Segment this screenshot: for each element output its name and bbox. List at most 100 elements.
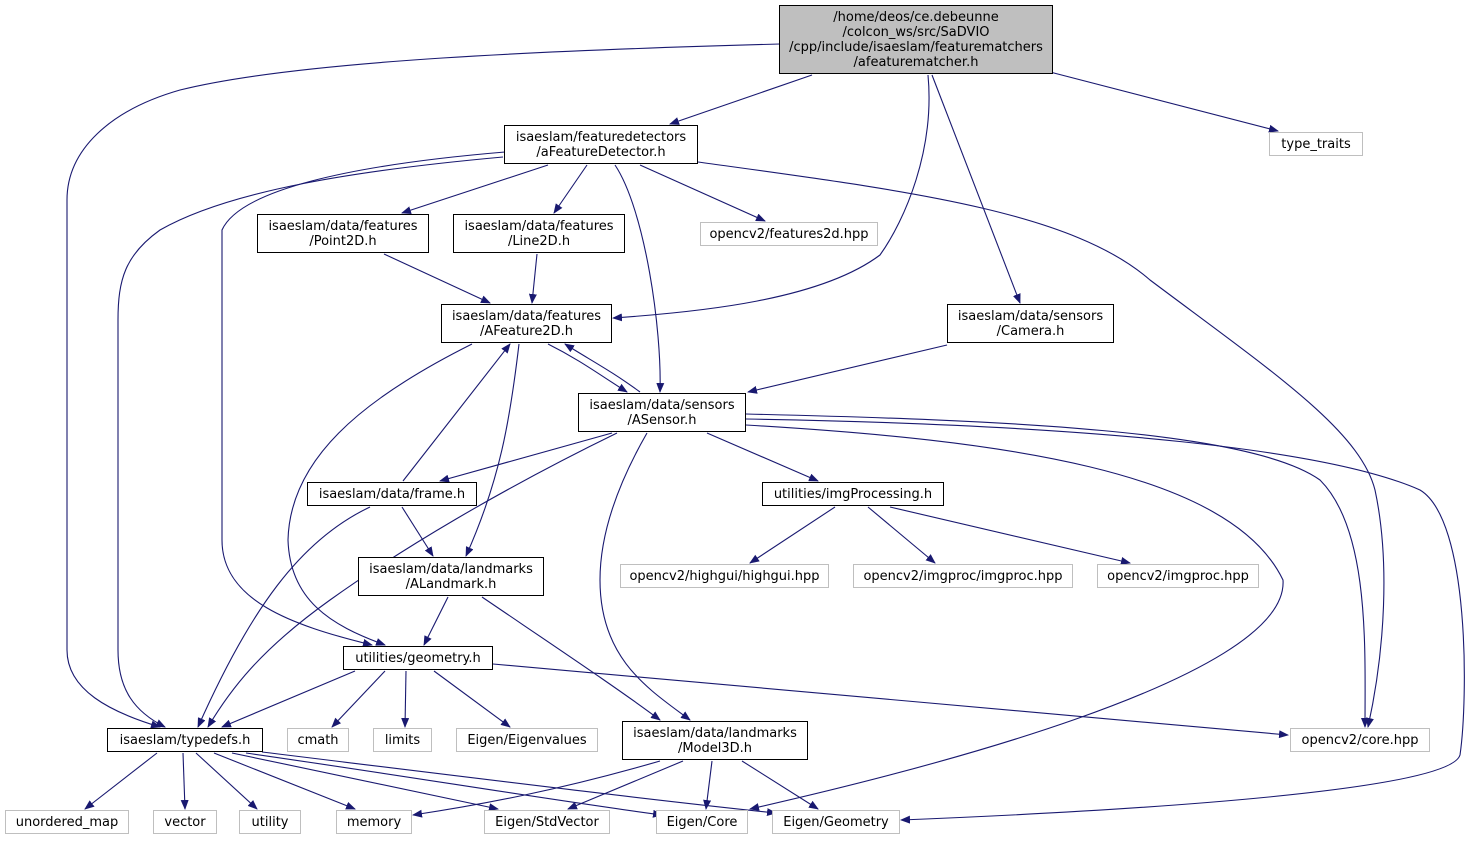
node-camera[interactable]: isaeslam/data/sensors/Camera.h <box>947 304 1114 343</box>
node-label-line: isaeslam/data/features <box>268 218 418 234</box>
edge-root-type-traits <box>1049 71 1279 133</box>
node-label-line: utilities/imgProcessing.h <box>773 486 933 502</box>
node-label-line: cmath <box>297 732 339 748</box>
node-label-line: opencv2/features2d.hpp <box>709 226 869 242</box>
node-afeaturematcher-root: /home/deos/ce.debeunne/colcon_ws/src/SaD… <box>779 5 1053 74</box>
node-label-line: Eigen/Geometry <box>783 814 889 830</box>
node-label-line: /afeaturematcher.h <box>853 54 979 70</box>
node-label-line: memory <box>346 814 402 830</box>
node-utility: utility <box>239 810 301 834</box>
node-frame[interactable]: isaeslam/data/frame.h <box>307 482 477 506</box>
node-label-line: unordered_map <box>15 814 119 830</box>
edge-geometry-cmath <box>331 670 386 728</box>
node-geometry[interactable]: utilities/geometry.h <box>343 646 493 670</box>
edge-typedefs-stdvector <box>231 752 499 812</box>
node-label-line: isaeslam/data/features <box>464 218 614 234</box>
node-label-line: opencv2/core.hpp <box>1301 732 1419 748</box>
edge-frame-typedefs <box>197 506 371 728</box>
edge-root-afeature2d <box>612 74 930 322</box>
edge-afeaturedetector-line2d <box>553 164 588 214</box>
node-asensor[interactable]: isaeslam/data/sensors/ASensor.h <box>578 393 746 432</box>
node-label-line: utility <box>251 814 289 830</box>
edge-typedefs-vector <box>180 752 189 810</box>
edge-asensor-typedefs <box>207 432 618 728</box>
node-alandmark[interactable]: isaeslam/data/landmarks/ALandmark.h <box>358 557 544 596</box>
node-label-line: opencv2/imgproc/imgproc.hpp <box>863 568 1063 584</box>
node-label-line: /ALandmark.h <box>405 576 497 592</box>
edge-geometry-limits <box>401 670 410 728</box>
edge-afeaturedetector-features2d <box>639 164 766 222</box>
node-imgprocessing[interactable]: utilities/imgProcessing.h <box>762 482 944 506</box>
node-label-line: /Point2D.h <box>309 233 377 249</box>
edge-root-typedefs <box>66 43 781 729</box>
node-label-line: isaeslam/typedefs.h <box>119 732 251 748</box>
edge-model3d-eigen-geometry <box>741 760 819 810</box>
edge-geometry-eigenvalues <box>433 670 511 728</box>
node-label-line: /Camera.h <box>996 323 1065 339</box>
node-model3d[interactable]: isaeslam/data/landmarks/Model3D.h <box>622 721 808 760</box>
node-label-line: /Model3D.h <box>677 740 753 756</box>
edge-point2d-afeature2d <box>383 253 491 304</box>
edge-afeaturedetector-core <box>697 161 1385 728</box>
node-label-line: /home/deos/ce.debeunne <box>833 9 999 25</box>
edge-afeaturedetector-typedefs <box>117 156 504 728</box>
edge-asensor-frame <box>439 432 613 483</box>
node-vector: vector <box>153 810 217 834</box>
node-line2d[interactable]: isaeslam/data/features/Line2D.h <box>453 214 625 253</box>
node-label-line: /Line2D.h <box>507 233 571 249</box>
node-afeature2d[interactable]: isaeslam/data/features/AFeature2D.h <box>441 304 612 343</box>
node-label-line: type_traits <box>1281 136 1351 152</box>
node-limits: limits <box>373 728 432 752</box>
node-label-line: isaeslam/data/sensors <box>957 308 1104 324</box>
node-label-line: isaeslam/data/landmarks <box>369 561 533 577</box>
edge-model3d-memory <box>412 760 661 818</box>
edge-geometry-typedefs <box>221 670 356 728</box>
node-label-line: isaeslam/data/sensors <box>589 397 735 413</box>
node-label-line: opencv2/highgui/highgui.hpp <box>629 568 820 584</box>
edge-asensor-eigen-core <box>745 424 1284 811</box>
edge-root-afeaturedetector <box>669 74 813 125</box>
edge-typedefs-unordered-map <box>84 752 158 810</box>
node-cmath: cmath <box>287 728 349 752</box>
edge-frame-alandmark <box>401 506 434 557</box>
node-label-line: utilities/geometry.h <box>355 650 481 666</box>
node-label-line: Eigen/StdVector <box>495 814 599 830</box>
node-label-line: /AFeature2D.h <box>479 323 574 339</box>
node-eigen-geometry: Eigen/Geometry <box>772 810 900 834</box>
node-label-line: Eigen/Eigenvalues <box>467 732 587 748</box>
node-memory: memory <box>336 810 412 834</box>
edge-typedefs-eigen-core <box>245 752 663 818</box>
node-type-traits: type_traits <box>1269 132 1363 156</box>
edge-imgprocessing-highgui <box>749 506 836 564</box>
node-point2d[interactable]: isaeslam/data/features/Point2D.h <box>257 214 429 253</box>
node-imgproc-imgproc-hpp: opencv2/imgproc/imgproc.hpp <box>853 564 1073 588</box>
node-eigen-stdvector: Eigen/StdVector <box>484 810 610 834</box>
node-label-line: /cpp/include/isaeslam/featurematchers <box>789 39 1043 55</box>
edge-typedefs-memory <box>213 752 356 810</box>
node-label-line: opencv2/imgproc.hpp <box>1107 568 1249 584</box>
edge-afeaturedetector-asensor <box>614 164 665 393</box>
node-label-line: vector <box>164 814 206 830</box>
node-eigen-eigenvalues: Eigen/Eigenvalues <box>456 728 598 752</box>
edge-root-camera <box>931 74 1021 304</box>
edge-asensor-eigen-geometry <box>745 418 1465 824</box>
edge-afeaturedetector-geometry <box>221 151 506 647</box>
edge-camera-asensor <box>747 344 948 394</box>
node-label-line: /ASensor.h <box>627 412 697 428</box>
edge-asensor-imgprocessing <box>706 432 819 482</box>
edge-typedefs-eigen-geometry <box>261 751 777 817</box>
edge-frame-afeature2d <box>402 343 511 482</box>
node-imgproc-hpp: opencv2/imgproc.hpp <box>1097 564 1259 588</box>
edge-imgprocessing-imgproc <box>889 506 1131 565</box>
node-opencv2-core-hpp: opencv2/core.hpp <box>1290 728 1430 752</box>
node-label-line: isaeslam/data/features <box>451 308 602 324</box>
node-typedefs[interactable]: isaeslam/typedefs.h <box>107 728 263 752</box>
edge-alandmark-model3d <box>481 596 661 721</box>
node-features2d-hpp: opencv2/features2d.hpp <box>700 222 878 246</box>
edge-afeature2d-asensor <box>547 343 628 393</box>
edge-line2d-afeature2d <box>528 253 538 304</box>
node-afeaturedetector[interactable]: isaeslam/featuredetectors/aFeatureDetect… <box>504 125 698 164</box>
edge-afeaturedetector-point2d <box>401 164 549 214</box>
edge-afeature2d-geometry <box>287 343 473 646</box>
